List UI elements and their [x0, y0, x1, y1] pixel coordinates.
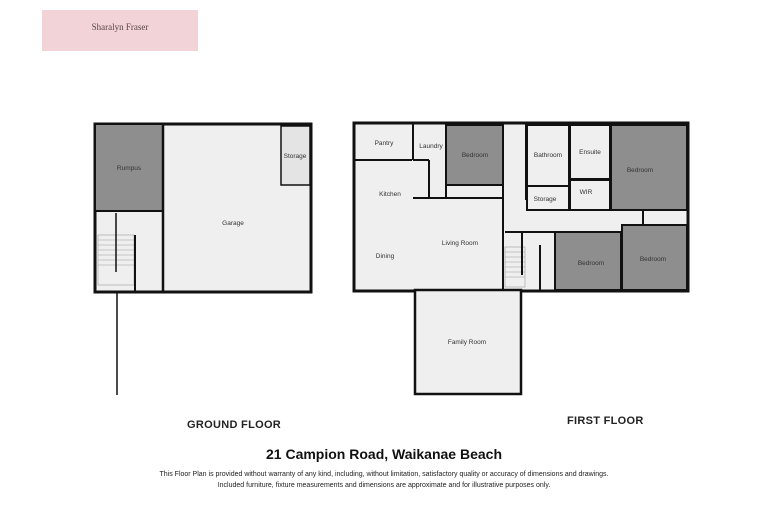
room-label-living: Living Room	[442, 240, 478, 247]
room-label-pantry: Pantry	[375, 140, 395, 147]
room-label-storage: Storage	[284, 153, 307, 160]
bedroom-3	[554, 231, 622, 291]
ground-floor-plan: Rumpus Garage Storage	[93, 122, 313, 395]
room-label-family: Family Room	[448, 339, 486, 346]
garage-storage	[280, 125, 311, 186]
room-label-bedroom-4: Bedroom	[640, 256, 666, 263]
logo: Sharalyn Fraser	[42, 10, 198, 51]
room-label-kitchen: Kitchen	[379, 191, 401, 198]
bedroom-1	[445, 124, 504, 186]
property-address-title: 21 Campion Road, Waikanae Beach	[266, 446, 502, 462]
disclaimer-line-1: This Floor Plan is provided without warr…	[159, 471, 609, 478]
first-floor-label: FIRST FLOOR	[567, 415, 644, 427]
room-label-rumpus: Rumpus	[117, 165, 142, 172]
room-label-bedroom-2: Bedroom	[627, 167, 653, 174]
stairs	[504, 246, 526, 288]
bedroom-2	[610, 124, 688, 211]
bedroom-4	[621, 224, 688, 291]
room-label-bedroom-3: Bedroom	[578, 260, 604, 267]
logo-text: Sharalyn Fraser	[91, 22, 149, 32]
room-label-laundry: Laundry	[419, 143, 443, 150]
ground-floor-label: GROUND FLOOR	[187, 419, 282, 431]
room-label-wir: WIR	[580, 189, 593, 196]
room-label-dining: Dining	[376, 253, 395, 260]
room-label-bathroom: Bathroom	[534, 152, 562, 159]
family-room	[413, 288, 523, 396]
rumpus-room	[96, 125, 163, 211]
room-label-bedroom-1: Bedroom	[462, 152, 488, 159]
disclaimer-line-2: Included furniture, fixture measurements…	[217, 482, 551, 489]
room-label-ensuite: Ensuite	[579, 149, 601, 156]
first-floor-plan: Pantry Laundry Bedroom Kitchen Dining Li…	[352, 121, 690, 396]
room-label-storage: Storage	[534, 196, 557, 203]
room-label-garage: Garage	[222, 220, 244, 227]
